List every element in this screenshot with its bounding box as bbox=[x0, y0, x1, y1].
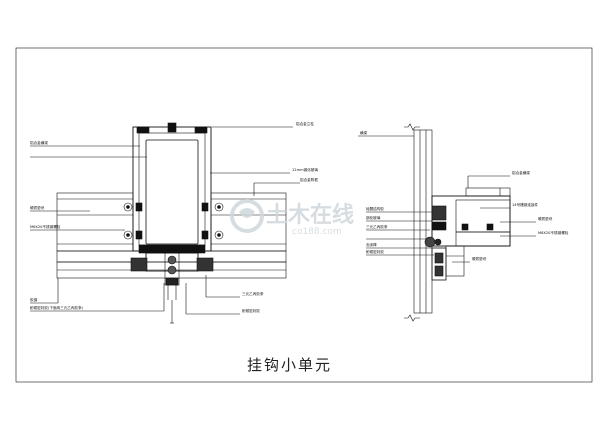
label: 铝合金立柱 bbox=[296, 121, 314, 126]
label: M6X20不锈钢螺栓 bbox=[538, 230, 569, 235]
label: 硅酮结构胶 bbox=[366, 206, 384, 211]
label: 硬质垫块 bbox=[538, 216, 553, 221]
bolt bbox=[123, 202, 133, 212]
label: 耐候密封胶 bbox=[242, 308, 260, 313]
label: 胶缝 bbox=[30, 297, 38, 302]
aluminum-transom bbox=[431, 195, 511, 247]
right-labels: 横梁 铝合金横梁 14号槽钢连接件 硬质垫块 M6X20不锈钢螺栓 硅酮结构胶 … bbox=[360, 130, 569, 261]
label: 钢化玻璃 bbox=[366, 215, 381, 220]
watermark-subtext: co188.com bbox=[292, 227, 342, 237]
left-glass-panel bbox=[56, 192, 134, 252]
vertical-glass bbox=[413, 129, 433, 314]
left-section-detail bbox=[30, 122, 300, 324]
label: 硬质垫块 bbox=[30, 205, 45, 210]
label: 耐候密封胶(下面用三元乙丙胶条) bbox=[30, 305, 84, 310]
right-section-detail bbox=[358, 123, 536, 322]
label: M6X20不锈钢螺栓 bbox=[30, 224, 61, 229]
label: 硬质垫块 bbox=[472, 256, 487, 261]
left-labels: 铝合金横梁 硬质垫块 M6X20不锈钢螺栓 铝合金立柱 12mm钢化玻璃 铝合金… bbox=[30, 121, 318, 313]
label: 耐候密封胶 bbox=[366, 249, 384, 254]
watermark-text: 土木在线 bbox=[266, 202, 354, 228]
label: 铝合金横梁 bbox=[512, 170, 530, 175]
drawing-title: 挂钩小单元 bbox=[247, 356, 332, 374]
label: 铝合金横梁 bbox=[30, 140, 48, 145]
bolt bbox=[123, 230, 133, 240]
label: 三元乙丙胶条 bbox=[366, 224, 388, 229]
bolt bbox=[214, 202, 224, 212]
aluminum-mullion bbox=[132, 126, 212, 252]
bolt bbox=[214, 230, 224, 240]
label: 14号槽钢连接件 bbox=[512, 202, 539, 207]
label: 三元乙丙胶条 bbox=[242, 291, 264, 296]
label: 12mm钢化玻璃 bbox=[292, 167, 318, 172]
label: 铝合金附框 bbox=[300, 177, 318, 182]
label: 横梁 bbox=[360, 130, 368, 135]
drawing-frame bbox=[15, 47, 593, 383]
watermark: 土木在线 co188.com bbox=[230, 199, 354, 237]
label: 泡沫棒 bbox=[366, 242, 377, 247]
